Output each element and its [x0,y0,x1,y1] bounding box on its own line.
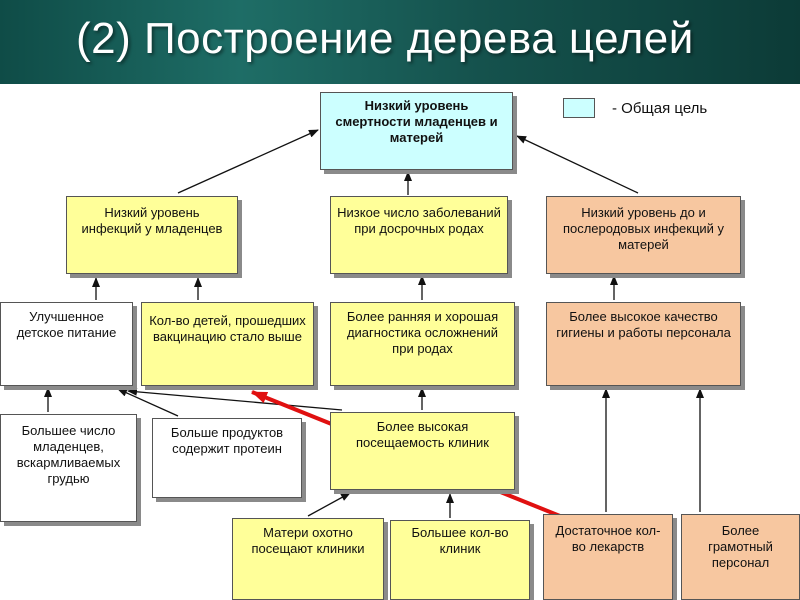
node-general-goal: Низкий уровень смертности младенцев и ма… [320,92,513,170]
node-medicines: Достаточное кол-во лекарств [543,514,673,600]
legend-swatch [563,98,595,118]
node-breastfed: Большее число младенцев, вскармливаемых … [0,414,137,522]
node-staff: Более грамотный персонал [681,514,800,600]
arrow-attendance-to-nutrition [127,387,343,411]
legend-label: - Общая цель [612,100,708,117]
node-attendance: Более высокая посещаемость клиник [330,412,515,490]
arrow-maternal-to-goal [516,135,639,194]
node-nutrition: Улучшенное детское питание [0,302,133,386]
node-diagnostics: Более ранняя и хорошая диагностика ослож… [330,302,515,386]
node-infant-infections: Низкий уровень инфекций у младенцев [66,196,238,274]
node-more-clinics: Большее кол-во клиник [390,520,530,600]
arrow-mothers-to-attendance [307,492,351,517]
page-title: (2) Построение дерева целей [76,14,694,63]
node-preterm-diseases: Низкое число заболеваний при досрочных р… [330,196,508,274]
node-maternal-infections: Низкий уровень до и послеродовых инфекци… [546,196,741,274]
arrow-infant-to-goal [177,129,319,194]
title-bar: (2) Построение дерева целей [0,0,800,84]
node-vaccination: Кол-во детей, прошедших вакцинацию стало… [141,302,314,386]
node-hygiene: Более высокое качество гигиены и работы … [546,302,741,386]
node-protein: Больше продуктов содержит протеин [152,418,302,498]
node-mothers-willing: Матери охотно посещают клиники [232,518,384,600]
